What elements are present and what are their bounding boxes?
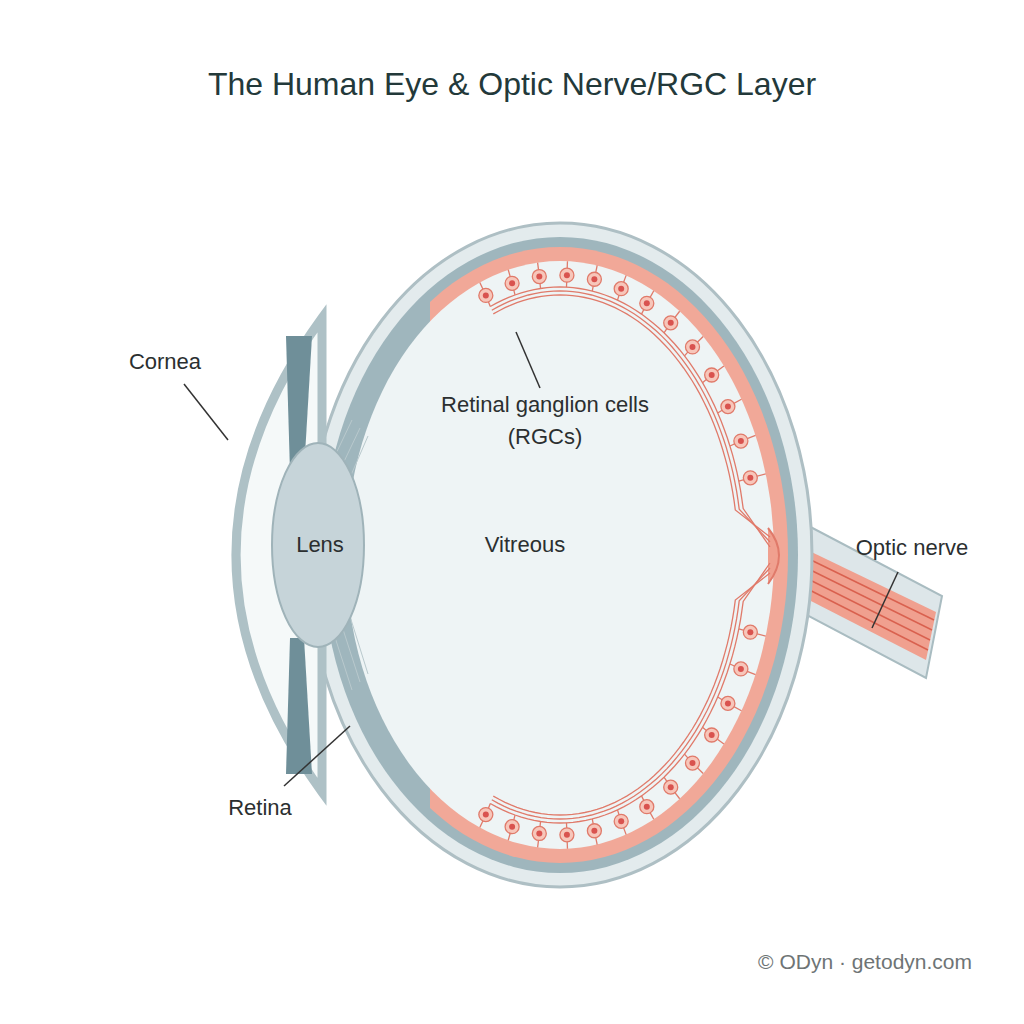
rgc-cell (532, 270, 546, 284)
rgc-cell (743, 625, 757, 639)
rgc-nucleus (747, 475, 753, 481)
rgc-cell (664, 780, 678, 794)
rgc-cell (640, 296, 654, 310)
rgc-nucleus (644, 300, 650, 306)
part-label: Vitreous (485, 529, 565, 561)
rgc-cell (685, 340, 699, 354)
rgc-nucleus (536, 274, 542, 280)
leader-lines (184, 332, 898, 786)
rgc-nucleus (618, 818, 624, 824)
axon-fiber (493, 573, 770, 815)
rgc-cell (505, 820, 519, 834)
rgc-cell (705, 728, 719, 742)
rgc-nucleus (747, 629, 753, 635)
retina-layer (430, 247, 788, 863)
rgc-cell (505, 276, 519, 290)
vitreous-body (346, 261, 774, 849)
rgc-cell (532, 826, 546, 840)
rgc-nucleus (591, 828, 597, 834)
iris-lower (286, 638, 312, 774)
rgc-nucleus (644, 804, 650, 810)
part-label: Retinal ganglion cells (RGCs) (435, 389, 655, 453)
rgc-cell (560, 268, 574, 282)
diagram-title: The Human Eye & Optic Nerve/RGC Layer (208, 61, 816, 107)
watermark: © ODyn · getodyn.com (758, 947, 972, 977)
rgc-nucleus (618, 286, 624, 292)
axon-fiber (492, 568, 770, 819)
rgc-cell (614, 814, 628, 828)
rgc-cell (705, 368, 719, 382)
rgc-cell (587, 272, 601, 286)
rgc-nucleus (689, 344, 695, 350)
rgc-nucleus (738, 438, 744, 444)
rgc-cells (479, 261, 770, 849)
rgc-nucleus (483, 812, 489, 818)
rgc-nucleus (509, 280, 515, 286)
rgc-nucleus (536, 830, 542, 836)
rgc-nucleus (509, 824, 515, 830)
rgc-cell (721, 696, 735, 710)
rgc-nucleus (689, 760, 695, 766)
rgc-nucleus (668, 784, 674, 790)
rgc-nucleus (709, 732, 715, 738)
rgc-nucleus (738, 666, 744, 672)
rgc-nucleus (483, 292, 489, 298)
rgc-nucleus (591, 276, 597, 282)
rgc-cell (587, 824, 601, 838)
choroid (322, 237, 798, 873)
rgc-cell (614, 282, 628, 296)
rgc-nucleus (725, 404, 731, 410)
rgc-nucleus (564, 832, 570, 838)
rgc-cell (664, 316, 678, 330)
rgc-cell (743, 471, 757, 485)
sclera (308, 223, 812, 887)
rgc-cell (479, 288, 493, 302)
part-label: Retina (228, 792, 292, 824)
rgc-nucleus (564, 272, 570, 278)
part-label: Optic nerve (856, 532, 969, 564)
part-label: Cornea (129, 346, 201, 378)
rgc-nucleus (725, 700, 731, 706)
rgc-cell (560, 828, 574, 842)
lens-shape (272, 443, 364, 647)
rgc-cell (685, 756, 699, 770)
part-label: Lens (296, 529, 344, 561)
rgc-nucleus (668, 320, 674, 326)
axon-fiber (490, 563, 770, 823)
rgc-cell (479, 808, 493, 822)
rgc-cell (734, 434, 748, 448)
rgc-cell (640, 800, 654, 814)
rgc-nucleus (709, 372, 715, 378)
rgc-cell (721, 400, 735, 414)
rgc-cell (734, 662, 748, 676)
